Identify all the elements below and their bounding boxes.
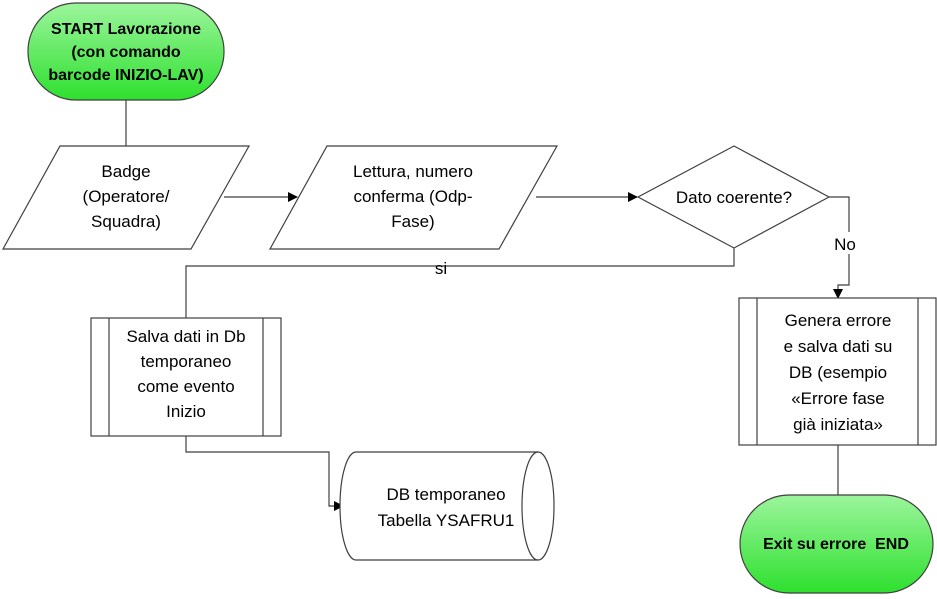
edge-label-no: No [834,235,856,254]
decision-diamond-label: Dato coerente? [676,188,792,207]
decision-diamond-shape [636,145,831,249]
badge-input-line-2: (Operatore/ [83,187,170,206]
genera-process: Genera errore e salva dati su DB (esempi… [738,297,937,446]
start-terminal-line-1: START Lavorazione [51,21,201,38]
genera-process-line-3: DB (esempio [789,363,887,382]
end-terminal-shape [739,494,934,594]
db-storage-line-1: DB temporaneo [386,485,505,504]
lettura-input-line-1: Lettura, numero [353,162,473,181]
end-terminal: Exit su errore END [739,494,934,594]
salva-process-line-4: Inizio [166,402,206,421]
salva-process-shape [90,317,282,437]
db-storage-line-2: Tabella YSAFRU1 [378,511,515,530]
badge-input-shape [1,145,251,250]
connector-decision-genera [829,196,850,299]
decision-diamond: Dato coerente? [636,145,831,249]
genera-process-shape [738,297,937,446]
salva-process-line-3: come evento [137,377,234,396]
lettura-input-line-3: Fase) [391,212,434,231]
lettura-input: Lettura, numero conferma (Odp- Fase) [268,145,559,250]
db-storage: DB temporaneo Tabella YSAFRU1 [339,451,555,561]
connector-salva-db [185,436,344,511]
salva-process-line-2: temporaneo [141,352,232,371]
genera-process-line-2: e salva dati su [784,337,893,356]
connector-decision-salva [185,248,735,318]
start-terminal-line-3: barcode INIZIO-LAV) [48,67,203,84]
badge-input: Badge (Operatore/ Squadra) [1,145,251,250]
salva-process-line-1: Salva dati in Db [126,327,245,346]
start-terminal-shape [27,2,225,101]
genera-process-line-5: già iniziata» [793,415,883,434]
badge-input-line-1: Badge [101,162,150,181]
connectors [125,100,850,511]
start-terminal: START Lavorazione (con comando barcode I… [27,2,225,101]
edge-label-yes: si [435,259,447,278]
genera-process-line-4: «Errore fase [791,389,885,408]
edge-label-no-bg [829,232,861,254]
lettura-input-line-2: conferma (Odp- [353,187,472,206]
db-storage-inner-curve [521,451,539,561]
end-terminal-label: Exit su errore END [763,536,909,553]
genera-process-line-1: Genera errore [785,311,892,330]
salva-process: Salva dati in Db temporaneo come evento … [90,317,282,437]
lettura-input-shape [268,145,559,250]
start-terminal-line-2: (con comando [71,44,181,61]
badge-input-line-3: Squadra) [91,212,161,231]
